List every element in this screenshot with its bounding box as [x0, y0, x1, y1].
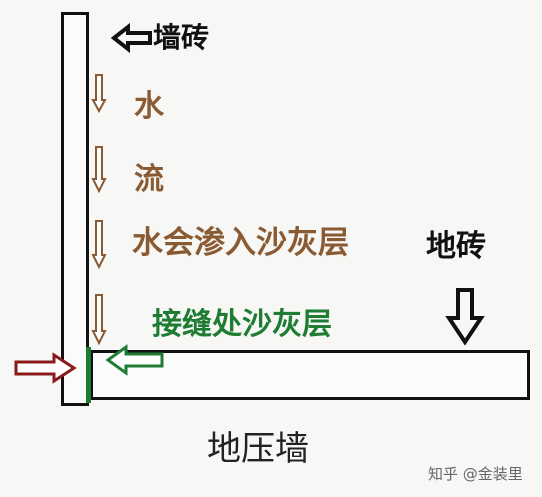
floor-tile-label: 地砖: [426, 229, 486, 264]
floor-tile-down-arrow-icon: [445, 288, 485, 346]
joint-label: 接缝处沙灰层: [152, 307, 332, 342]
seeps-label: 水会渗入沙灰层: [132, 225, 349, 261]
wall-tile-left-arrow-icon: [110, 22, 152, 54]
water-label: 水: [134, 89, 164, 124]
wall-base-right-arrow-icon: [14, 352, 77, 384]
water-down-arrow-icon: [91, 146, 107, 194]
joint-seam-line: [86, 347, 91, 403]
wall-tile-block: [61, 12, 89, 406]
flow-label: 流: [134, 162, 164, 197]
water-down-arrow-icon: [91, 294, 107, 346]
joint-left-arrow-icon: [105, 344, 164, 376]
water-down-arrow-icon: [91, 74, 107, 114]
watermark-text: 知乎 @金装里: [428, 465, 523, 483]
wall-tile-label: 墙砖: [153, 21, 210, 54]
water-down-arrow-icon: [91, 220, 107, 270]
floor-press-wall-caption: 地压墙: [207, 429, 309, 469]
